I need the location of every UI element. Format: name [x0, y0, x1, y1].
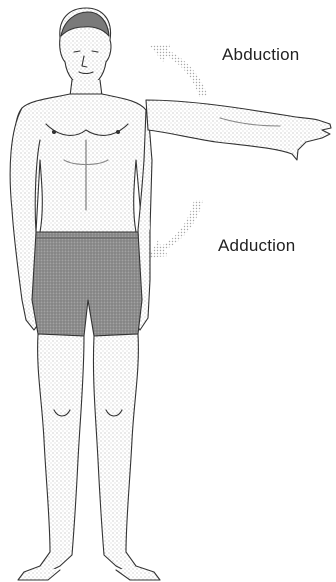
abducted-arm [146, 100, 331, 160]
adduction-label: Adduction [218, 236, 295, 256]
adduction-arrow-icon [148, 200, 203, 258]
left-leg [38, 334, 84, 572]
shorts [32, 232, 142, 336]
human-figure [10, 8, 331, 580]
right-leg [93, 334, 138, 572]
abduction-label: Abduction [222, 45, 299, 65]
abduction-arrow-icon [150, 44, 208, 97]
